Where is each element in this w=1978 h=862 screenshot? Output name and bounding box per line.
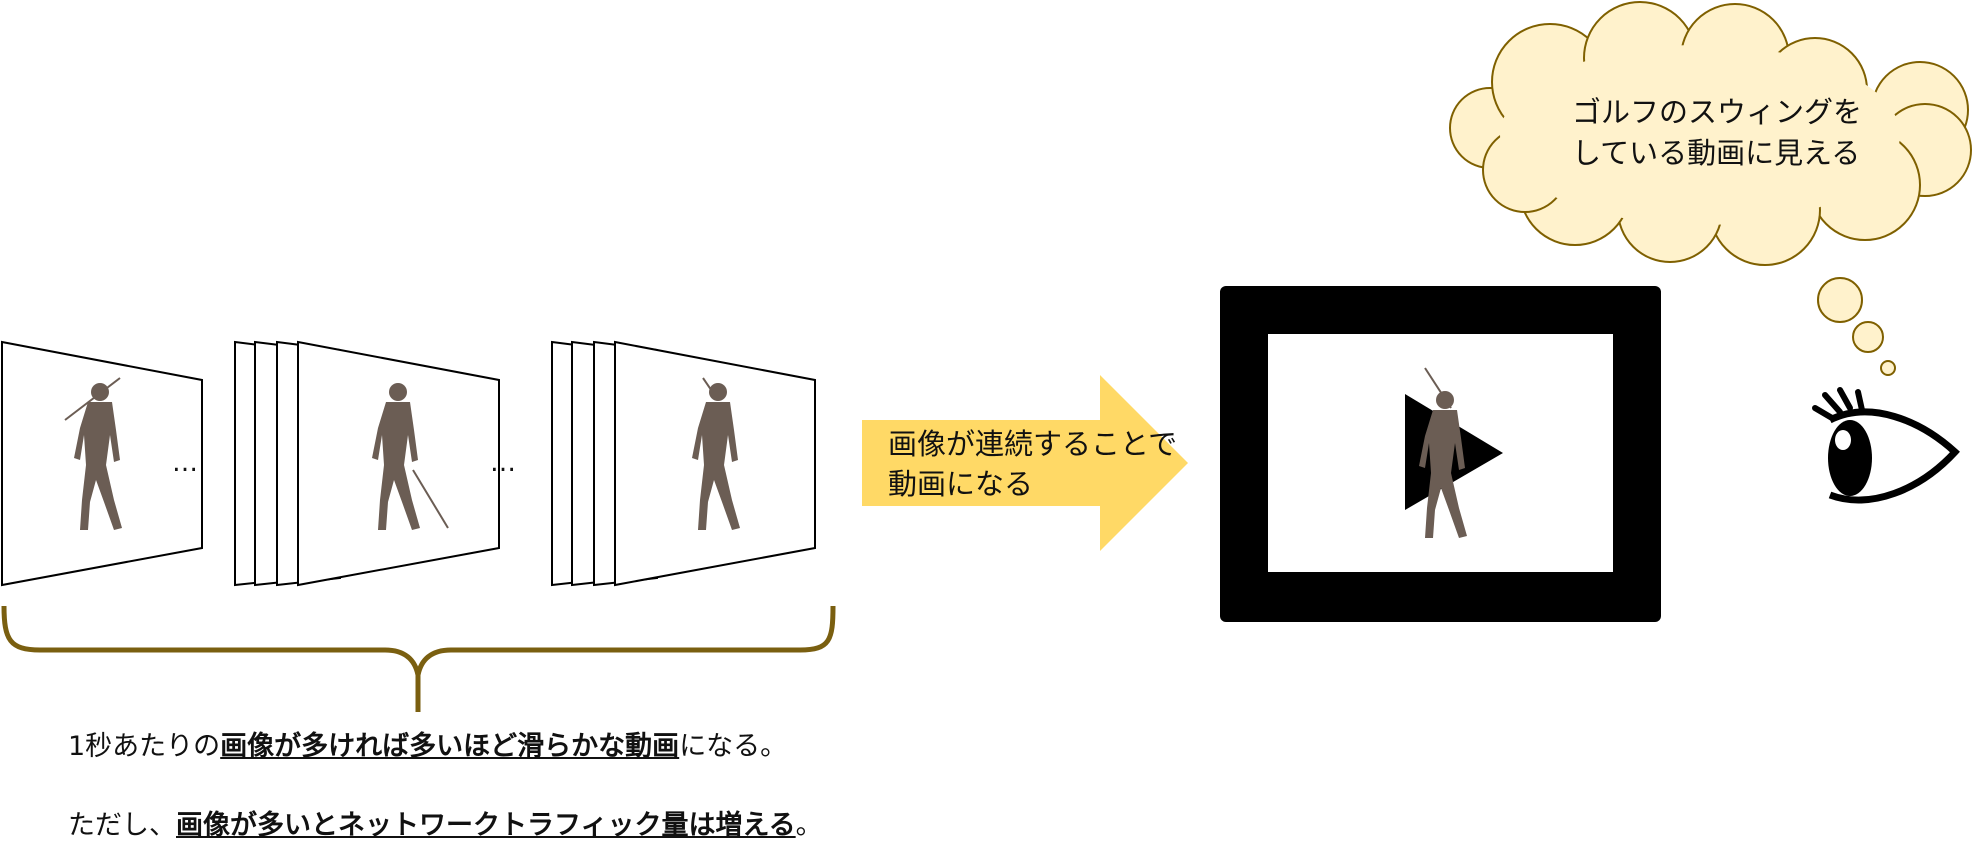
thought-cloud [1449, 1, 1972, 376]
video-player [1220, 286, 1661, 622]
caption-line1-pre: 1秒あたりの [68, 731, 221, 762]
caption-line2-emphasis: 画像が多いとネットワークトラフィック量は増える [176, 810, 796, 841]
golfer-silhouette-icon [692, 377, 740, 530]
caption-line2: ただし、画像が多いとネットワークトラフィック量は増える。 [68, 803, 823, 842]
caption-line2-pre: ただし、 [68, 810, 176, 841]
ellipsis: … [490, 448, 520, 478]
arrow-label: 画像が連続することで 動画になる [888, 424, 1177, 504]
caption-line1-emphasis: 画像が多ければ多いほど滑らかな動画 [220, 731, 680, 762]
thought-label: ゴルフのスウィングを している動画に見える [1572, 92, 1862, 174]
caption-line1: 1秒あたりの画像が多ければ多いほど滑らかな動画になる。 [68, 724, 787, 763]
curly-brace [1, 605, 836, 712]
caption-line1-post: になる。 [679, 731, 788, 762]
eye-icon [1812, 387, 1960, 504]
frame-stack-3 [551, 340, 816, 587]
thought-label-line2: している動画に見える [1572, 136, 1861, 170]
arrow-label-line2: 動画になる [888, 467, 1034, 501]
thought-label-line1: ゴルフのスウィングを [1572, 95, 1863, 129]
caption-line2-post: 。 [795, 810, 823, 841]
right-arrow [862, 375, 1188, 551]
ellipsis: … [172, 448, 202, 478]
frame-1 [0, 340, 203, 587]
frame-stack-2 [234, 340, 500, 587]
golfer-silhouette-icon [64, 377, 122, 530]
golfer-silhouette-icon [372, 383, 449, 530]
golfer-silhouette-icon [1419, 367, 1467, 538]
arrow-label-line1: 画像が連続することで [888, 427, 1178, 461]
